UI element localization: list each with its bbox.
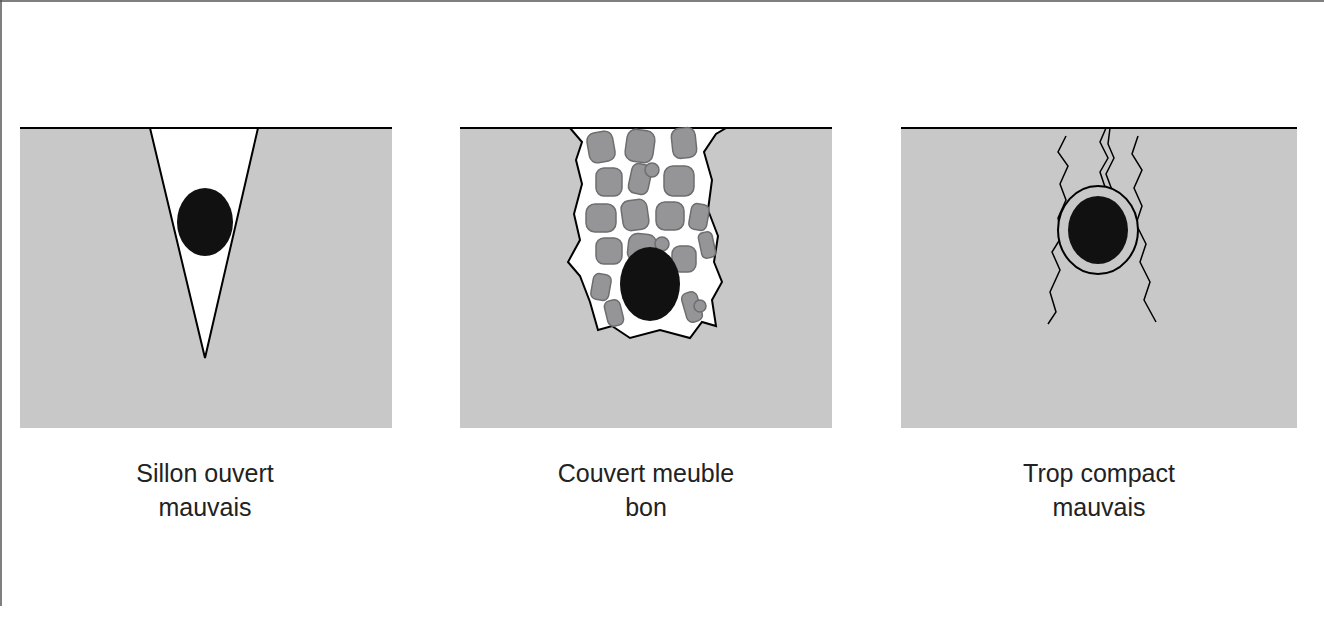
frame-line — [0, 0, 2, 606]
compacted-shell — [1058, 186, 1138, 274]
soil-surface — [460, 127, 570, 129]
soil-cracks — [1048, 128, 1156, 324]
soil-clods — [586, 127, 717, 328]
panel-caption: Trop compact mauvais — [1010, 456, 1188, 524]
soil-surface — [20, 127, 150, 129]
soil-panel — [460, 128, 832, 428]
seed — [177, 188, 233, 256]
soil-surface — [726, 127, 832, 129]
soil-panel — [901, 128, 1297, 428]
panel-caption: Couvert meuble bon — [548, 456, 744, 524]
seed — [1068, 196, 1128, 264]
frame-line — [0, 0, 1324, 2]
soil-surface — [258, 127, 392, 129]
panel-caption: Sillon ouvert mauvais — [121, 456, 289, 524]
soil-surface — [901, 127, 1297, 129]
soil-panel — [20, 128, 392, 428]
open-furrow — [150, 128, 258, 358]
loose-cover — [568, 128, 726, 338]
seed — [620, 247, 680, 321]
